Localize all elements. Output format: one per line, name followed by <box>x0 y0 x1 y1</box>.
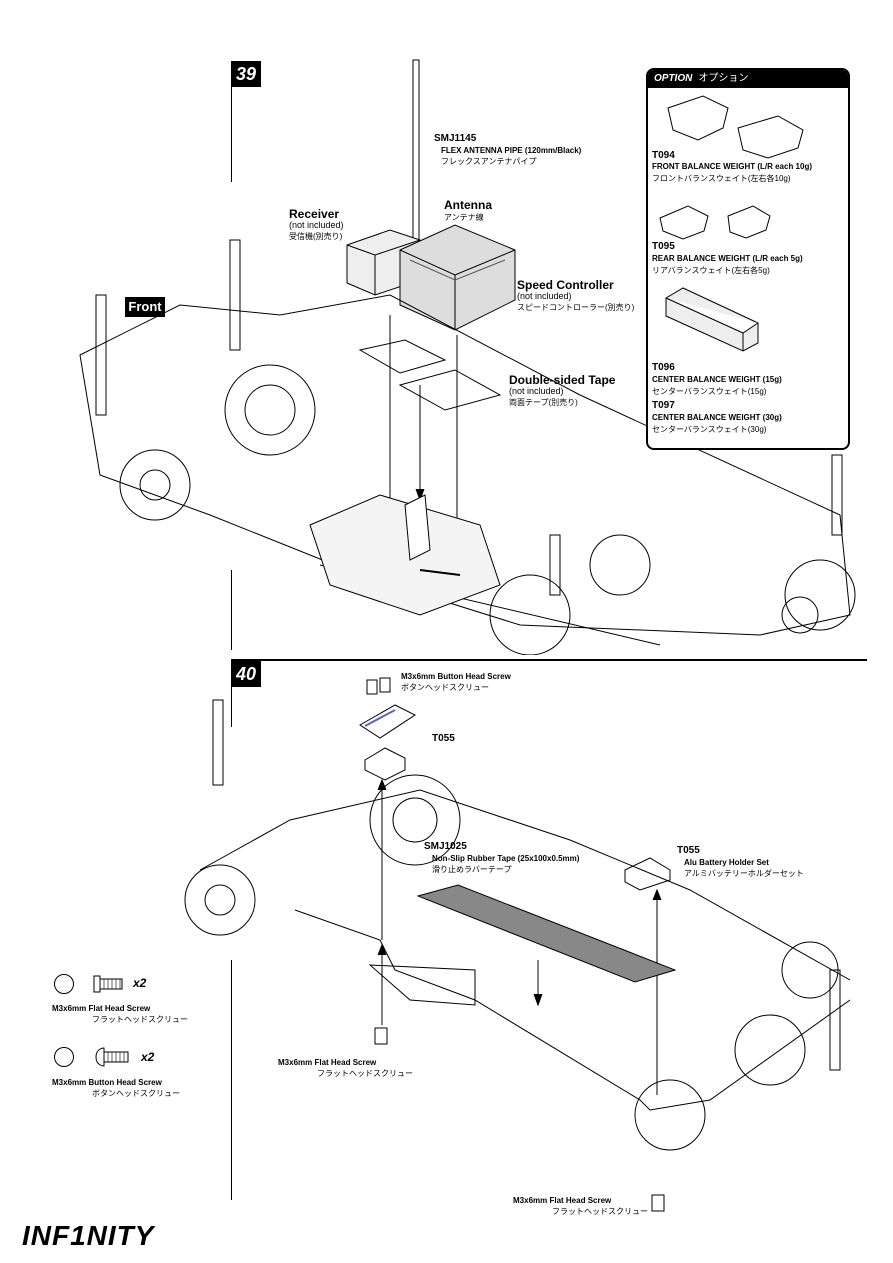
option-t097-code: T097 <box>652 400 675 411</box>
step-40-left-rule-lower <box>231 960 232 1200</box>
antenna-jp: アンテナ線 <box>444 213 484 222</box>
flat-screw-bottom-name: M3x6mm Flat Head Screw <box>513 1196 612 1205</box>
step-40-number: 40 <box>231 661 261 687</box>
option-header: OPTION オプション <box>648 70 848 88</box>
rubber-tape-name: Non-Slip Rubber Tape (25x100x0.5mm) <box>432 854 580 863</box>
button-screw-icon <box>95 1047 129 1067</box>
flat-screw-bottom-jp: フラットヘッドスクリュー <box>552 1207 648 1216</box>
tape-note: (not included) <box>509 386 564 396</box>
option-t094-code: T094 <box>652 150 675 161</box>
flat-screw-mid-name: M3x6mm Flat Head Screw <box>278 1058 377 1067</box>
button-screw-top-jp: ボタンヘッドスクリュー <box>401 683 489 692</box>
button-screw-top-name: M3x6mm Button Head Screw <box>401 672 511 681</box>
button-screw-qty: x2 <box>141 1050 155 1064</box>
button-screw-name: M3x6mm Button Head Screw <box>52 1078 162 1087</box>
speed-controller-note: (not included) <box>517 291 572 301</box>
antenna-pipe-code: SMJ1145 <box>434 133 477 144</box>
option-t097-jp: センターバランスウェイト(30g) <box>652 425 767 434</box>
t055-left-label: T055 <box>432 733 455 744</box>
option-t096-code: T096 <box>652 362 675 373</box>
antenna-pipe-jp: フレックスアンテナパイプ <box>441 157 537 166</box>
step-40-top-rule <box>231 659 867 661</box>
front-badge: Front <box>125 297 165 317</box>
flat-screw-qty: x2 <box>133 976 147 990</box>
option-t096-name: CENTER BALANCE WEIGHT (15g) <box>652 375 782 384</box>
rubber-tape-code: SMJ1025 <box>424 841 467 852</box>
option-t095-code: T095 <box>652 241 675 252</box>
option-title: OPTION <box>654 73 693 84</box>
brand-logo: INF1NITY <box>22 1220 155 1251</box>
flat-screw-jp: フラットヘッドスクリュー <box>92 1015 188 1024</box>
option-title-jp: オプション <box>698 73 749 84</box>
option-t095-jp: リアバランスウェイト(左右各5g) <box>652 266 770 275</box>
holder-name: Alu Battery Holder Set <box>684 858 769 867</box>
holder-code: T055 <box>677 845 700 856</box>
speed-controller-jp: スピードコントローラー(別売り) <box>517 303 635 312</box>
tape-jp: 両面テープ(別売り) <box>509 398 578 407</box>
option-t095-name: REAR BALANCE WEIGHT (L/R each 5g) <box>652 254 803 263</box>
step-40-left-rule <box>231 687 232 727</box>
flat-screw-name: M3x6mm Flat Head Screw <box>52 1004 151 1013</box>
step-39-chassis-illustration <box>79 59 856 655</box>
option-t094-name: FRONT BALANCE WEIGHT (L/R each 10g) <box>652 162 813 171</box>
step-39-left-rule-lower <box>231 570 232 650</box>
flat-screw-head-icon <box>54 974 74 994</box>
option-t094-jp: フロントバランスウェイト(左右各10g) <box>652 174 791 183</box>
option-t096-jp: センターバランスウェイト(15g) <box>652 387 767 396</box>
antenna-label: Antenna <box>444 198 492 212</box>
antenna-pipe-name: FLEX ANTENNA PIPE (120mm/Black) <box>441 146 582 155</box>
step-39-left-rule <box>231 87 232 182</box>
receiver-note: (not included) <box>289 220 344 230</box>
holder-jp: アルミバッテリーホルダーセット <box>684 869 804 878</box>
tape-label: Double-sided Tape <box>509 373 616 387</box>
button-screw-head-icon <box>54 1047 74 1067</box>
button-screw-jp: ボタンヘッドスクリュー <box>92 1089 180 1098</box>
receiver-label: Receiver <box>289 207 340 221</box>
rubber-tape-jp: 滑り止めラバーテープ <box>432 865 512 874</box>
speed-controller-label: Speed Controller <box>517 278 614 292</box>
flat-screw-mid-jp: フラットヘッドスクリュー <box>317 1069 413 1078</box>
option-box: OPTION オプション T094 FRONT BALANCE WEIGHT (L… <box>646 68 850 450</box>
option-t097-name: CENTER BALANCE WEIGHT (30g) <box>652 413 782 422</box>
option-weights-illustration <box>659 95 804 352</box>
step-39-number: 39 <box>231 61 261 87</box>
step-40-chassis-illustration <box>184 677 851 1212</box>
flat-screw-icon <box>93 975 123 993</box>
receiver-jp: 受信機(別売り) <box>289 232 343 241</box>
